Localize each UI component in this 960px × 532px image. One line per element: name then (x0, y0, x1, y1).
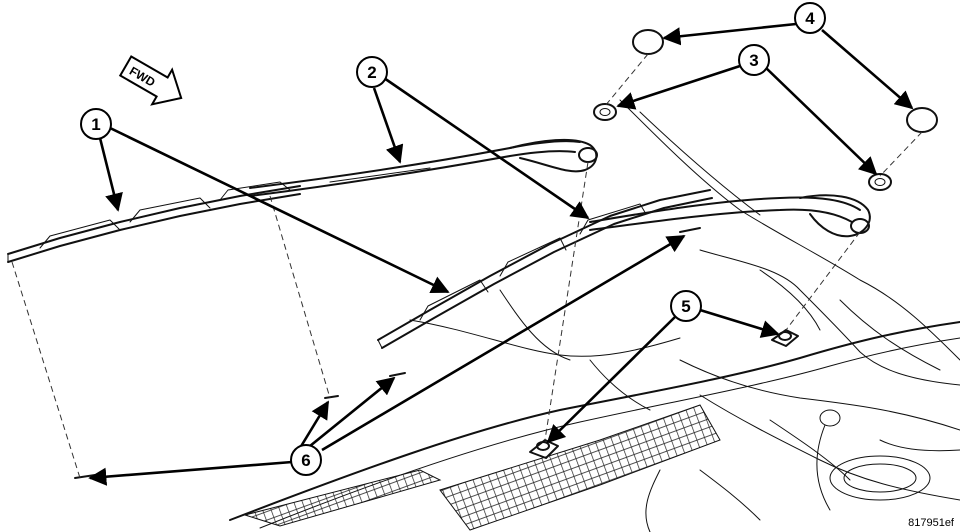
callout-2-number: 2 (367, 63, 376, 82)
left-wiper-arm (249, 138, 598, 197)
callout-5-number: 5 (681, 297, 690, 316)
right-wiper-arm (589, 194, 871, 238)
callout-4: 4 (794, 2, 826, 34)
arm-nut-caps (632, 29, 938, 133)
callout-2: 2 (356, 56, 388, 88)
fwd-direction-arrow: FWD (118, 55, 183, 106)
callout-6-number: 6 (301, 451, 310, 470)
callout-3: 3 (738, 44, 770, 76)
callout-1: 1 (80, 108, 112, 140)
arm-nuts (593, 103, 892, 191)
callout-4-number: 4 (805, 9, 815, 28)
left-wiper-blade (7, 181, 301, 263)
alignment-lines (11, 53, 923, 479)
pivot-studs (529, 329, 799, 459)
callout-leaders (88, 22, 914, 486)
callout-3-number: 3 (749, 51, 758, 70)
callout-5: 5 (670, 290, 702, 322)
callout-6: 6 (290, 444, 322, 476)
figure-id: 817951ef (908, 517, 955, 529)
cowl-grille (243, 404, 721, 531)
callout-1-number: 1 (91, 115, 100, 134)
right-wiper-blade (377, 189, 713, 349)
